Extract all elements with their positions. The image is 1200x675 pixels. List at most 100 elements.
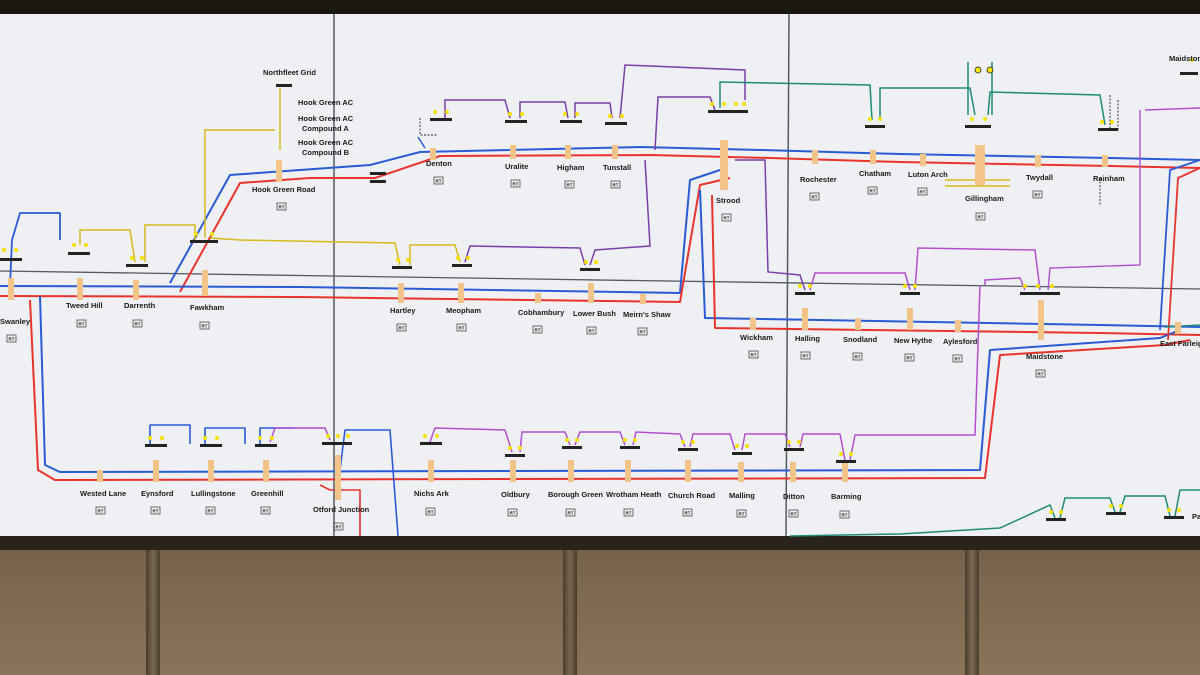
rt-badge: RT	[610, 180, 621, 189]
station-label: Lower Bush	[573, 309, 616, 318]
station-label: Tunstall	[603, 163, 631, 172]
svg-text:RT: RT	[459, 326, 465, 331]
svg-text:RT: RT	[535, 328, 541, 333]
dashed-feeder-lines	[419, 95, 1119, 205]
station-label: Tweed Hill	[66, 301, 103, 310]
svg-text:RT: RT	[202, 324, 208, 329]
rt-badge: RT	[433, 176, 444, 185]
rt-badge: RT	[199, 321, 210, 330]
rt-badge: RT	[276, 202, 287, 211]
svg-text:RT: RT	[279, 205, 285, 210]
feeder-label: Hook Green AC	[298, 98, 354, 107]
svg-text:RT: RT	[153, 509, 159, 514]
station-label: Twydall	[1026, 173, 1053, 182]
svg-text:RT: RT	[9, 337, 15, 342]
station-label: Rainham	[1093, 174, 1125, 183]
station-label: Wested Lane	[80, 489, 126, 498]
svg-text:RT: RT	[920, 190, 926, 195]
station-label: Chatham	[859, 169, 891, 178]
rt-badge: RT	[586, 326, 597, 335]
svg-text:RT: RT	[685, 511, 691, 516]
svg-text:RT: RT	[79, 322, 85, 327]
svg-text:RT: RT	[510, 511, 516, 516]
rt-badge: RT	[1032, 190, 1043, 199]
right-feeders	[1047, 107, 1200, 341]
station-label: Snodland	[843, 335, 878, 344]
rt-badge: RT	[788, 509, 799, 518]
rt-badge: RT	[809, 192, 820, 201]
station-label: Aylesford	[943, 337, 978, 346]
svg-text:RT: RT	[208, 509, 214, 514]
station-label: Swanley	[0, 317, 31, 326]
svg-text:RT: RT	[812, 195, 818, 200]
rt-badge: RT	[532, 325, 543, 334]
svg-text:RT: RT	[842, 513, 848, 518]
magenta-feeder-network	[269, 247, 1041, 461]
rt-badges: RT RT RT RT RT RT RT RT RT RT RT RT RT R…	[6, 176, 1046, 531]
feeder-label: Compound B	[302, 148, 350, 157]
rt-badge: RT	[150, 506, 161, 515]
feeder-label: Hook Green AC	[298, 138, 354, 147]
rt-badge: RT	[952, 354, 963, 363]
svg-text:RT: RT	[907, 356, 913, 361]
feeder-label: Northfleet Grid	[263, 68, 316, 77]
svg-text:RT: RT	[568, 511, 574, 516]
video-wall-bottom-bezel	[0, 536, 1200, 550]
support-post	[146, 550, 160, 675]
svg-text:RT: RT	[98, 509, 104, 514]
svg-text:RT: RT	[263, 509, 269, 514]
svg-text:RT: RT	[1038, 372, 1044, 377]
svg-text:RT: RT	[724, 216, 730, 221]
station-label: Wickham	[740, 333, 773, 342]
rt-badge: RT	[1035, 369, 1046, 378]
station-label: Eynsford	[141, 489, 174, 498]
rt-badge: RT	[456, 323, 467, 332]
station-label: East Farleigh	[1160, 339, 1200, 348]
station-label: Higham	[557, 163, 585, 172]
svg-text:RT: RT	[399, 326, 405, 331]
station-label: Strood	[716, 196, 741, 205]
station-label: Denton	[426, 159, 452, 168]
rt-badge: RT	[396, 323, 407, 332]
rt-badge: RT	[917, 187, 928, 196]
feeder-labels: Northfleet Grid Hook Green AC Hook Green…	[263, 68, 354, 157]
svg-text:RT: RT	[436, 179, 442, 184]
station-label: Darrenth	[124, 301, 156, 310]
svg-text:RT: RT	[640, 330, 646, 335]
rt-badge: RT	[852, 352, 863, 361]
rt-badge: RT	[975, 212, 986, 221]
station-label: Hartley	[390, 306, 416, 315]
station-label: Malling	[729, 491, 755, 500]
rt-badge: RT	[904, 353, 915, 362]
rt-badge: RT	[748, 350, 759, 359]
svg-text:RT: RT	[803, 354, 809, 359]
rt-badge: RT	[260, 506, 271, 515]
station-label: Wrotham Heath	[606, 490, 662, 499]
svg-text:RT: RT	[135, 322, 141, 327]
substation-indicators	[0, 58, 1198, 521]
station-label: Maidstone	[1169, 54, 1200, 63]
rt-badge: RT	[867, 186, 878, 195]
rt-badge: RT	[95, 506, 106, 515]
rt-badge: RT	[623, 508, 634, 517]
svg-text:RT: RT	[336, 525, 342, 530]
station-labels: Swanley Tweed Hill Darrenth Fawkham Hart…	[0, 54, 1200, 521]
station-label: Otford Junction	[313, 505, 370, 514]
svg-text:RT: RT	[870, 189, 876, 194]
svg-text:RT: RT	[739, 512, 745, 517]
station-label: Pa	[1192, 512, 1200, 521]
feeder-label: Hook Green AC	[298, 114, 354, 123]
svg-text:RT: RT	[978, 215, 984, 220]
purple-feeder-network	[444, 64, 806, 291]
support-post	[563, 550, 577, 675]
svg-text:RT: RT	[791, 512, 797, 517]
teal-feeder-network	[719, 62, 1200, 537]
rt-badge: RT	[132, 319, 143, 328]
station-label: Hook Green Road	[252, 185, 316, 194]
station-label: New Hythe	[894, 336, 932, 345]
middle-mainline	[0, 169, 1200, 336]
station-label: Uralite	[505, 162, 528, 171]
svg-text:RT: RT	[589, 329, 595, 334]
rt-badge: RT	[839, 510, 850, 519]
